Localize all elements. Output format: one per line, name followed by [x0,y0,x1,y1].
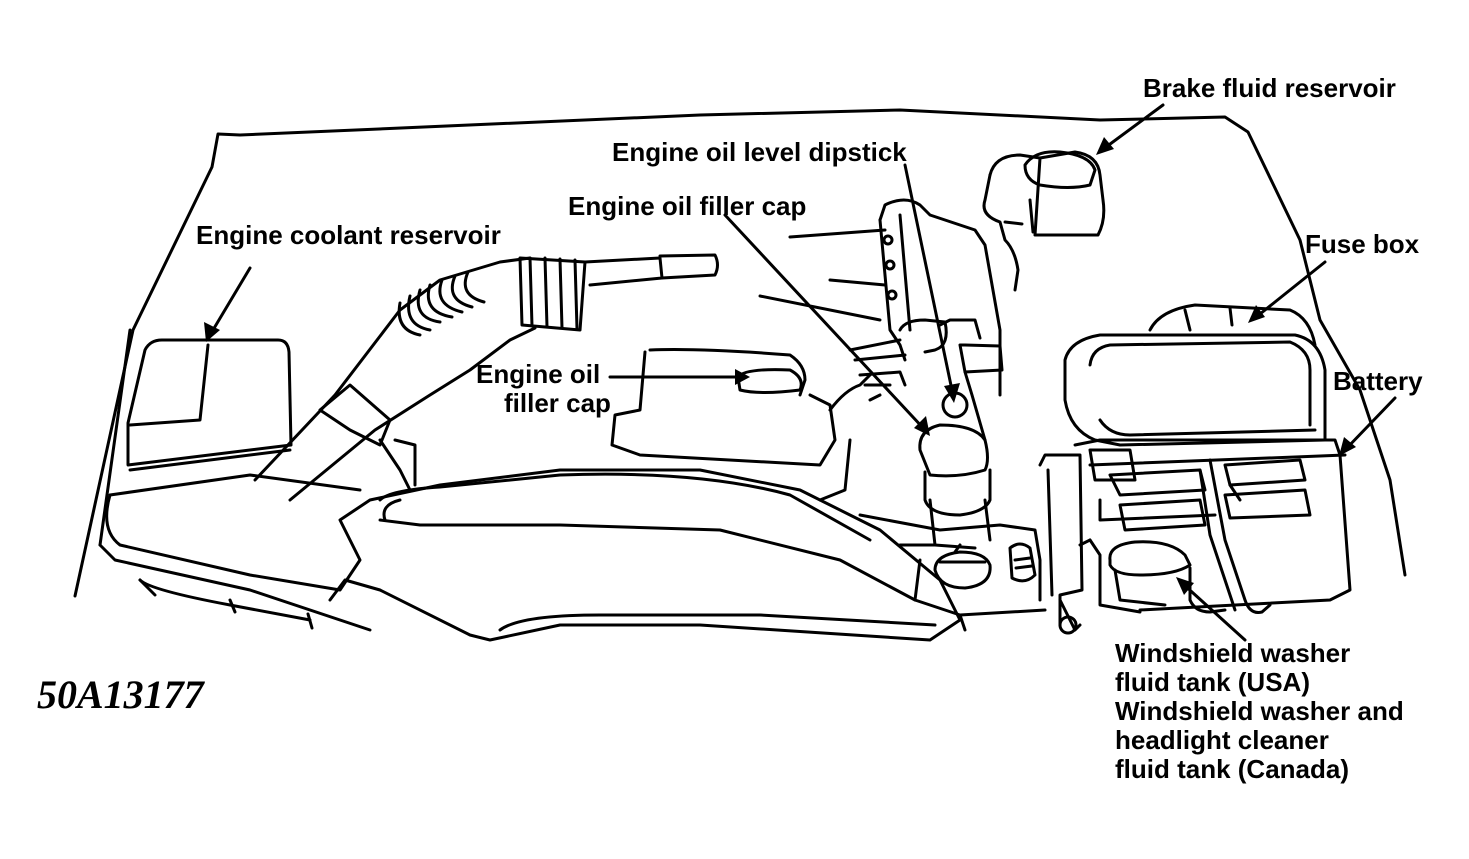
label-engine-coolant-reservoir: Engine coolant reservoir [196,220,501,250]
figure-id: 50A13177 [37,672,204,717]
label-washer-line1: Windshield washer [1115,638,1351,668]
coolant-reservoir-shape [126,338,293,472]
arrow-filler-top [723,213,927,432]
label-battery: Battery [1333,366,1423,396]
brake-reservoir-shape [982,150,1106,292]
label-brake-fluid-reservoir: Brake fluid reservoir [1143,73,1396,103]
engine-cover [98,468,962,642]
label-washer-line2: fluid tank (USA) [1115,667,1310,697]
arrow-coolant [208,266,252,337]
dipstick-tube [848,318,1004,442]
air-intake-duct [253,253,719,502]
label-engine-oil-filler-cap-mid-line2: filler cap [504,388,611,418]
battery-shape [1038,438,1352,635]
label-engine-oil-filler-cap-top: Engine oil filler cap [568,191,807,221]
arrow-heads [204,137,1356,595]
arrow-fuse [1253,260,1327,320]
fuel-rail [758,198,1002,397]
label-washer-line4: headlight cleaner [1115,725,1329,755]
arrow-brake [1100,103,1165,152]
hood-opening-outline [73,108,1407,598]
label-engine-oil-level-dipstick: Engine oil level dipstick [612,137,907,167]
label-washer-line5: fluid tank (Canada) [1115,754,1350,784]
fuse-box-shape [1063,303,1327,447]
arrow-washer [1180,581,1247,642]
lower-engine-hoses [858,513,1047,632]
oil-filler-neck [610,348,872,502]
oil-filler-cap-round [918,423,992,547]
arrow-dipstick [903,163,955,397]
label-washer-line3: Windshield washer and [1115,696,1404,726]
leader-lines [208,103,1397,642]
washer-tank-shape [1078,538,1227,614]
label-engine-oil-filler-cap-mid-line1: Engine oil [476,359,601,389]
label-fuse-box: Fuse box [1305,229,1420,259]
left-fender-line [98,328,132,547]
arrow-battery [1343,396,1397,452]
